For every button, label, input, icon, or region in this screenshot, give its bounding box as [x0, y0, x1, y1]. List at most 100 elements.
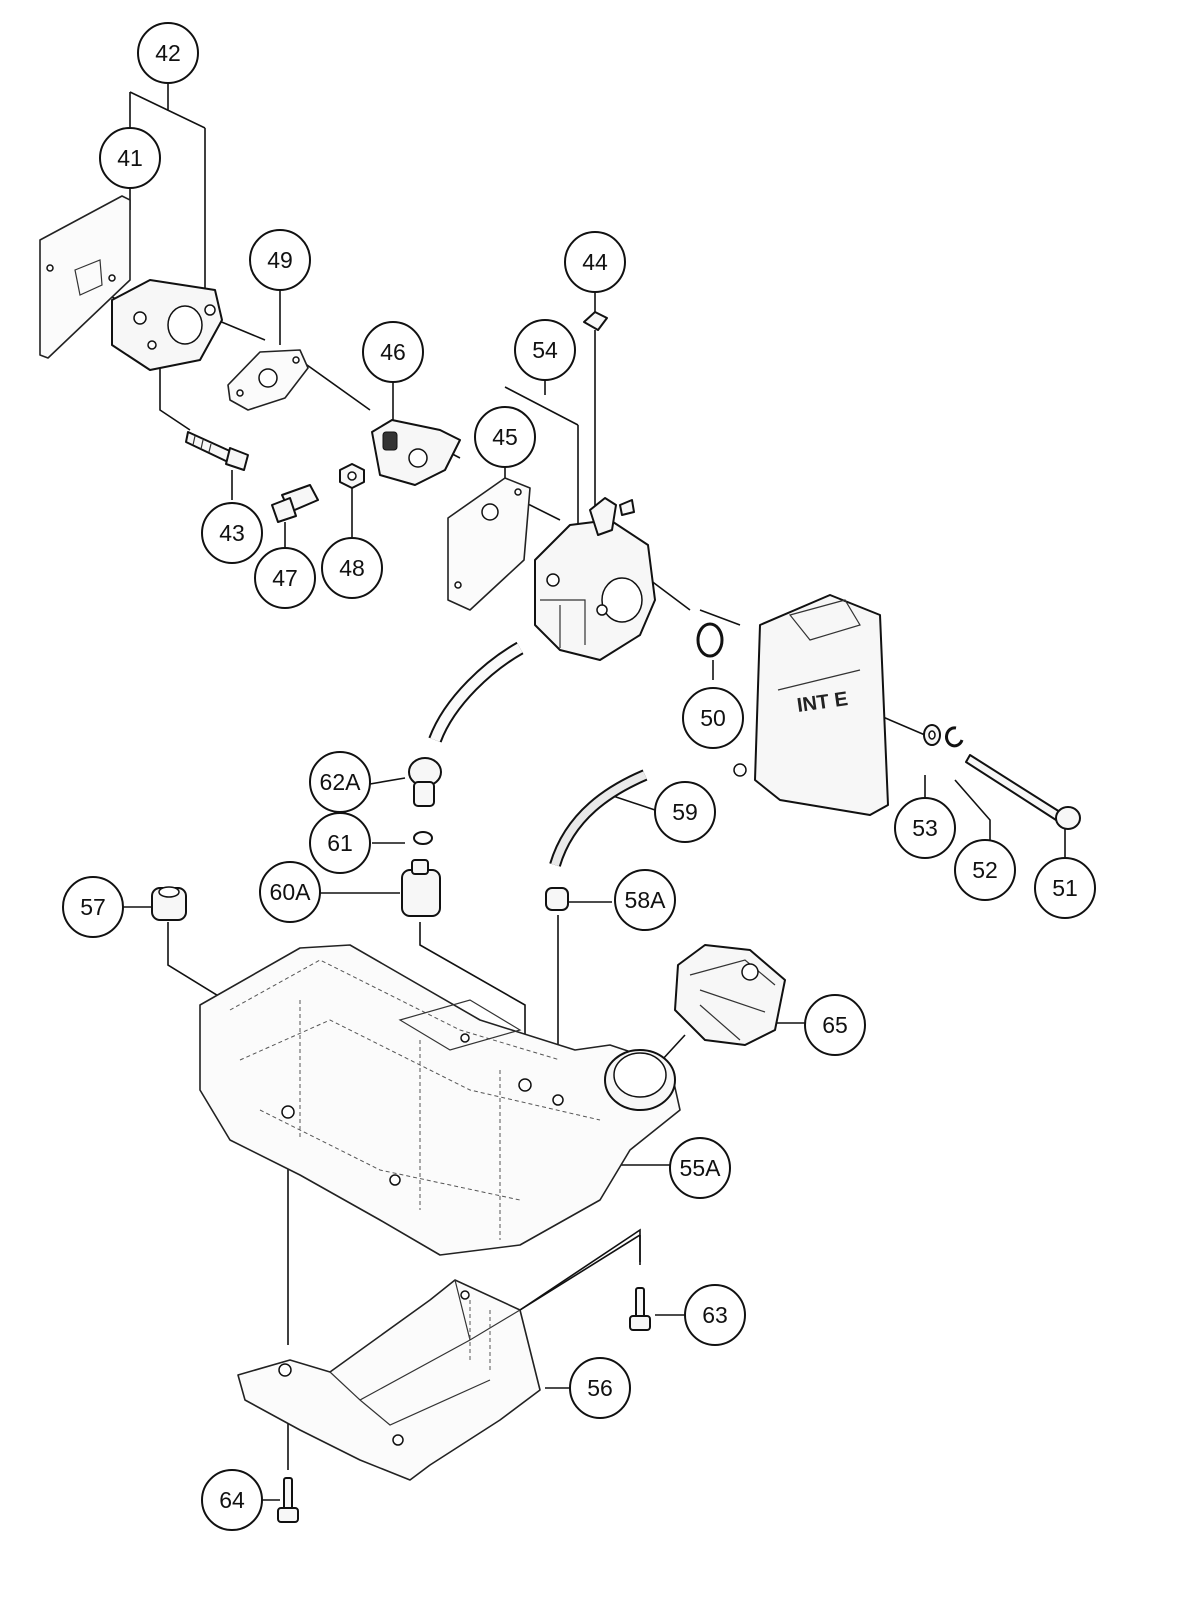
- callout-circle: [201, 502, 263, 564]
- check-valve: [545, 887, 569, 911]
- callout-56: 56: [569, 1357, 631, 1419]
- callout-label: 56: [587, 1375, 613, 1401]
- callout-circle: [804, 994, 866, 1056]
- callout-63: 63: [684, 1284, 746, 1346]
- nut: [339, 463, 365, 489]
- fuel-filter: [408, 757, 442, 807]
- lock-washer: [945, 726, 964, 748]
- vent-hose: [549, 769, 648, 867]
- callout-label: 43: [219, 520, 245, 546]
- callout-41: 41: [99, 127, 161, 189]
- callout-label: 50: [700, 705, 726, 731]
- callout-label: 45: [492, 424, 518, 450]
- callout-47: 47: [254, 547, 316, 609]
- callout-label: 59: [672, 799, 698, 825]
- callout-46: 46: [362, 321, 424, 383]
- callout-label: 44: [582, 249, 608, 275]
- callout-label: 42: [155, 40, 181, 66]
- callout-circle: [249, 229, 311, 291]
- fuel-hose: [428, 641, 524, 743]
- insulator-plate: [39, 195, 131, 359]
- callout-label: 60A: [270, 879, 312, 905]
- callout-43: 43: [201, 502, 263, 564]
- clip: [583, 311, 608, 331]
- carburetor-mount-plate: [371, 419, 461, 486]
- callout-62a: 62A: [309, 751, 371, 813]
- callout-circle: [137, 22, 199, 84]
- callout-circle: [569, 1357, 631, 1419]
- callout-label: 53: [912, 815, 938, 841]
- callout-54: 54: [514, 319, 576, 381]
- callout-51: 51: [1034, 857, 1096, 919]
- callout-label: 61: [327, 830, 353, 856]
- callout-55a: 55A: [669, 1137, 731, 1199]
- callout-circle: [99, 127, 161, 189]
- callout-57: 57: [62, 876, 124, 938]
- callout-label: 57: [80, 894, 106, 920]
- long-bolt: [965, 754, 1081, 830]
- callout-circle: [894, 797, 956, 859]
- callout-circle: [309, 812, 371, 874]
- callout-circle: [62, 876, 124, 938]
- screw-64: [277, 1477, 299, 1523]
- fitting: [271, 484, 319, 523]
- callout-label: 54: [532, 337, 558, 363]
- callout-circle: [254, 547, 316, 609]
- fuel-cap: [674, 944, 786, 1046]
- grommet: [401, 859, 441, 917]
- callout-label: 49: [267, 247, 293, 273]
- callout-label: 64: [219, 1487, 245, 1513]
- callout-52: 52: [954, 839, 1016, 901]
- callout-label: 63: [702, 1302, 728, 1328]
- callout-60a: 60A: [259, 861, 321, 923]
- callout-45: 45: [474, 406, 536, 468]
- callout-42: 42: [137, 22, 199, 84]
- callout-label: 55A: [680, 1155, 722, 1181]
- callout-label: 51: [1052, 875, 1078, 901]
- callout-48: 48: [321, 537, 383, 599]
- callout-49: 49: [249, 229, 311, 291]
- gasket: [227, 349, 309, 411]
- callout-53: 53: [894, 797, 956, 859]
- callout-circle: [201, 1469, 263, 1531]
- callout-circle: [614, 869, 676, 931]
- cushion: [151, 886, 187, 921]
- callout-65: 65: [804, 994, 866, 1056]
- callout-circle: [321, 537, 383, 599]
- callout-58a: 58A: [614, 869, 676, 931]
- callout-circle: [669, 1137, 731, 1199]
- o-ring: [696, 622, 724, 658]
- callout-circle: [514, 319, 576, 381]
- callout-59: 59: [654, 781, 716, 843]
- callout-label: 65: [822, 1012, 848, 1038]
- fuel-tank: [199, 944, 681, 1256]
- callout-circle: [362, 321, 424, 383]
- callout-circle: [682, 687, 744, 749]
- callout-label: 46: [380, 339, 406, 365]
- callout-label: 47: [272, 565, 298, 591]
- callout-circle: [259, 861, 321, 923]
- callout-label: 41: [117, 145, 143, 171]
- callout-circle: [1034, 857, 1096, 919]
- callout-circle: [474, 406, 536, 468]
- callout-label: 52: [972, 857, 998, 883]
- tank-bracket: [237, 1279, 541, 1481]
- callout-44: 44: [564, 231, 626, 293]
- carburetor: [534, 497, 656, 661]
- callout-50: 50: [682, 687, 744, 749]
- callout-circle: [954, 839, 1016, 901]
- insulator-block: [111, 279, 223, 371]
- hose-clip: [413, 831, 433, 845]
- callout-label: 58A: [625, 887, 667, 913]
- callout-label: 48: [339, 555, 365, 581]
- callout-circle: [564, 231, 626, 293]
- washer: [923, 724, 941, 746]
- callout-circle: [654, 781, 716, 843]
- callout-label: 62A: [320, 769, 362, 795]
- screw-63: [629, 1287, 651, 1331]
- callout-61: 61: [309, 812, 371, 874]
- carburetor-gasket: [447, 477, 531, 611]
- bolt: [185, 431, 249, 471]
